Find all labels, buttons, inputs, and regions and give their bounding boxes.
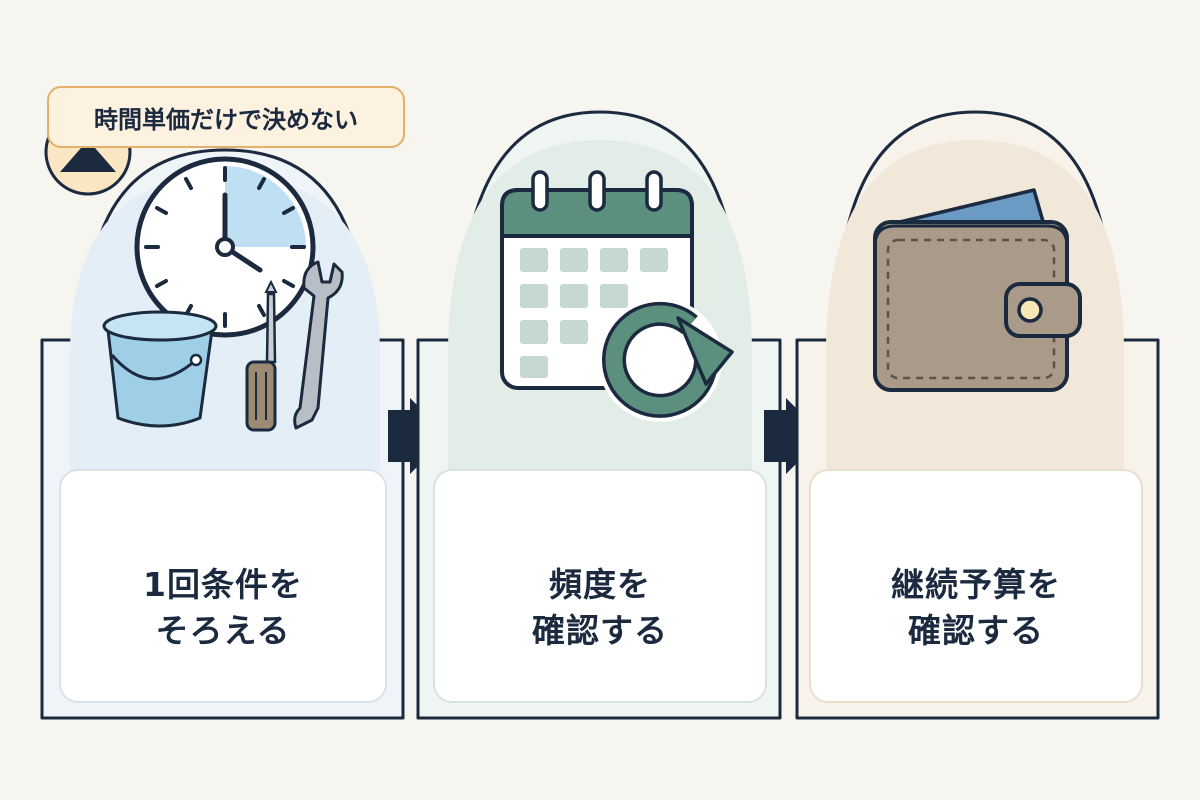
clock-icon <box>134 156 316 338</box>
arrow-right-icon <box>764 398 824 474</box>
step-2-line-2: 確認する <box>532 611 668 650</box>
screwdriver-icon <box>245 279 278 432</box>
bucket-icon <box>102 310 218 428</box>
step-2-label: 頻度を 確認する <box>450 548 750 668</box>
step-1-line-2: そろえる <box>155 611 291 650</box>
step-3-label: 継続予算を 確認する <box>826 548 1126 668</box>
step-1-label: 1回条件を そろえる <box>73 548 373 668</box>
step-3-line-1: 継続予算を <box>891 565 1061 604</box>
wrench-icon <box>293 260 344 430</box>
step-2-line-1: 頻度を <box>549 565 651 604</box>
refresh-icon <box>598 298 734 422</box>
warning-badge: 時間単価だけで決めない <box>47 86 405 148</box>
wallet-icon <box>873 188 1082 392</box>
step-1-line-1: 1回条件を <box>143 565 303 604</box>
badge-text: 時間単価だけで決めない <box>94 105 358 134</box>
step-3-line-2: 確認する <box>908 611 1044 650</box>
